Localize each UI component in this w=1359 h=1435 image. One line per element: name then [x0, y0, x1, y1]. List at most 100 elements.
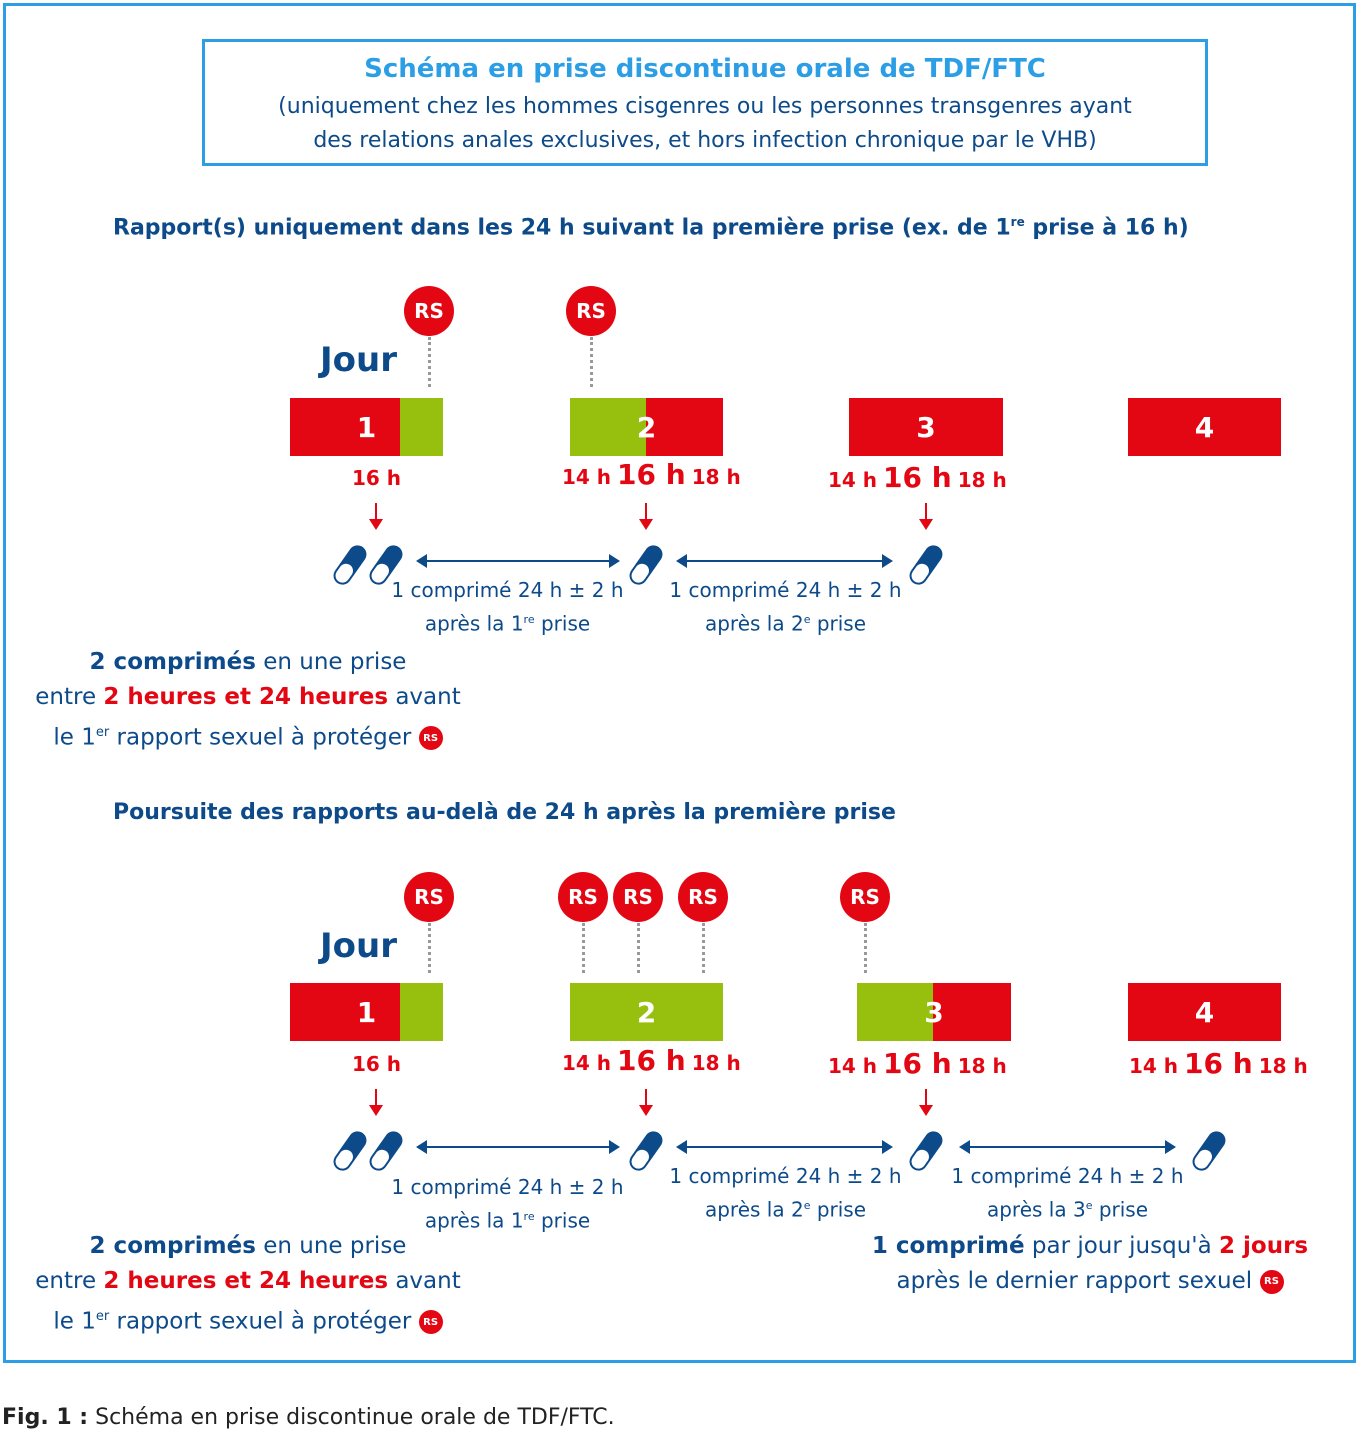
time-value: 16 h: [352, 1052, 402, 1076]
time-min: 14 h: [562, 465, 612, 489]
day-1-bar: 1: [290, 398, 443, 456]
rs-marker: RS: [404, 872, 454, 922]
ordinal-sup: re: [523, 1210, 535, 1223]
day-4-number: 4: [1194, 410, 1215, 444]
interval-arrow: [416, 1140, 620, 1154]
instr-text: en une prise: [255, 649, 407, 675]
pill-icon: [909, 545, 943, 585]
rs-connector: [428, 923, 431, 973]
after-text: après la: [704, 611, 791, 636]
time-target: 16 h: [883, 1047, 952, 1080]
jour-label: Jour: [320, 340, 397, 380]
interval-note: 1 comprimé 24 h ± 2 h après la 1re prise: [385, 575, 630, 639]
start-instructions: 2 comprimés en une prise entre 2 heures …: [18, 645, 478, 756]
pill-icon: [1192, 1131, 1226, 1171]
time-target: 16 h: [617, 1044, 686, 1077]
day-1-number: 1: [356, 995, 377, 1029]
after-text: prise: [810, 611, 867, 636]
time-min: 14 h: [1129, 1054, 1179, 1078]
dose-arrow: [369, 1089, 383, 1116]
day-3-bar: 3: [857, 983, 1011, 1041]
after-text: prise: [534, 611, 591, 636]
interval-note: 1 comprimé 24 h ± 2 h après la 2e prise: [663, 1161, 908, 1225]
day-1-number: 1: [356, 410, 377, 444]
ordinal: 2: [790, 1197, 804, 1222]
interval-note: 1 comprimé 24 h ± 2 h après la 2e prise: [663, 575, 908, 639]
rs-connector: [637, 923, 640, 973]
section2-title: Poursuite des rapports au-delà de 24 h a…: [113, 800, 896, 825]
rs-marker: RS: [404, 286, 454, 336]
ordinal: 2: [790, 611, 804, 636]
day-4-bar: 4: [1128, 983, 1281, 1041]
instr-text: avant: [388, 1268, 461, 1294]
ordinal-sup: e: [1085, 1199, 1093, 1212]
instr-bold: 2 comprimés: [89, 649, 256, 675]
rs-mini-icon: RS: [1259, 1269, 1284, 1294]
figure-title: Schéma en prise discontinue orale de TDF…: [364, 54, 1046, 84]
pill-icon: [333, 545, 403, 585]
interval-arrow: [676, 554, 893, 568]
instr-text: le 1: [53, 1308, 96, 1335]
interval-text: 1 comprimé 24 h ± 2 h: [951, 1164, 1184, 1188]
figure-subtitle-line2: des relations anales exclusives, et hors…: [313, 128, 1097, 153]
instr-sup: er: [95, 1309, 110, 1324]
interval-arrow: [676, 1140, 893, 1154]
instr-text: le 1: [53, 724, 96, 751]
interval-text: 1 comprimé 24 h ± 2 h: [669, 1164, 902, 1188]
time-min: 14 h: [828, 468, 878, 492]
rs-connector: [582, 923, 585, 973]
dose-arrow: [919, 503, 933, 530]
dose-time: 16 h: [352, 466, 401, 490]
rs-marker: RS: [558, 872, 608, 922]
caption-text: Schéma en prise discontinue orale de TDF…: [88, 1405, 615, 1430]
dose-arrow: [369, 503, 383, 530]
jour-label: Jour: [320, 926, 397, 966]
day-3-number: 3: [916, 410, 936, 444]
time-target: 16 h: [883, 461, 952, 494]
rs-marker: RS: [566, 286, 616, 336]
day-2-bar: 2: [570, 398, 723, 456]
interval-note: 1 comprimé 24 h ± 2 h après la 1re prise: [385, 1172, 630, 1236]
rs-connector: [428, 337, 431, 387]
after-text: prise: [810, 1197, 867, 1222]
time-min: 14 h: [828, 1054, 878, 1078]
caption-label: Fig. 1 :: [2, 1405, 89, 1430]
time-max: 18 h: [691, 1051, 741, 1075]
day-2-number: 2: [636, 410, 657, 444]
after-text: après la: [704, 1197, 791, 1222]
day-4-number: 4: [1194, 995, 1215, 1029]
section1-title-sup: re: [1010, 215, 1025, 229]
instr-text: rapport sexuel à protéger: [109, 1308, 412, 1335]
after-text: après la: [424, 1208, 511, 1233]
interval-text: 1 comprimé 24 h ± 2 h: [669, 578, 902, 602]
time-max: 18 h: [1258, 1054, 1308, 1078]
after-text: prise: [1092, 1197, 1149, 1222]
day-3-bar: 3: [849, 398, 1003, 456]
instr-sup: er: [95, 725, 110, 740]
dose-time: 16 h: [352, 1052, 401, 1076]
day-2-number: 2: [636, 995, 657, 1029]
ordinal: 1: [510, 611, 524, 636]
interval-text: 1 comprimé 24 h ± 2 h: [391, 1175, 624, 1199]
start-instructions: 2 comprimés en une prise entre 2 heures …: [18, 1229, 478, 1340]
instr-highlight: 2 jours: [1219, 1233, 1309, 1259]
after-text: prise: [534, 1208, 591, 1233]
figure-frame: [3, 3, 1356, 1363]
section1-title: Rapport(s) uniquement dans les 24 h suiv…: [113, 215, 1189, 240]
ordinal-sup: e: [803, 1199, 811, 1212]
rs-marker: RS: [678, 872, 728, 922]
time-max: 18 h: [957, 468, 1007, 492]
instr-highlight: 2 heures et 24 heures: [103, 684, 389, 710]
rs-marker: RS: [613, 872, 663, 922]
after-text: après la: [986, 1197, 1073, 1222]
instr-text: après le dernier rapport sexuel: [896, 1268, 1253, 1294]
rs-mini-icon: RS: [418, 1310, 443, 1335]
ordinal-sup: re: [523, 613, 535, 626]
interval-note: 1 comprimé 24 h ± 2 h après la 3e prise: [945, 1161, 1190, 1225]
dose-arrow: [639, 1089, 653, 1116]
